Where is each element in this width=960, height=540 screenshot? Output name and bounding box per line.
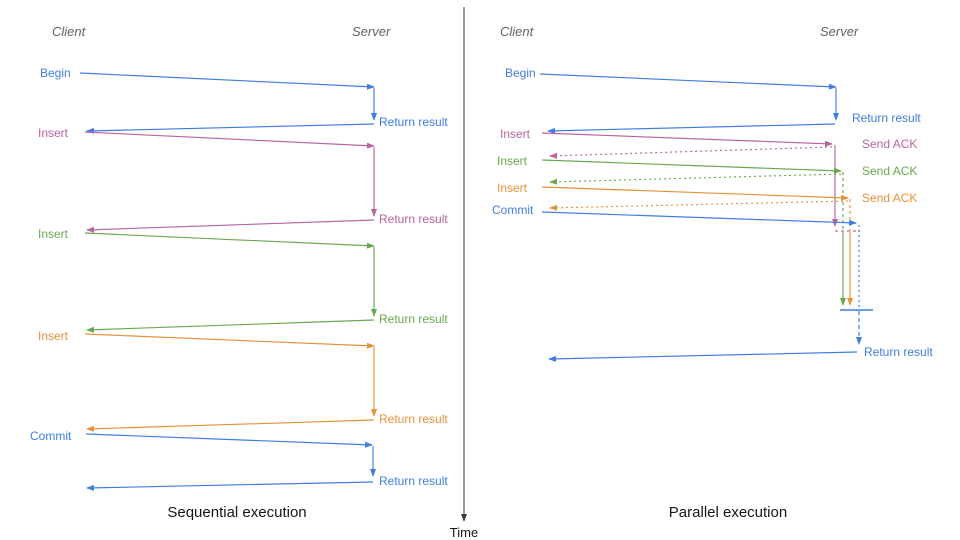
- seq-insert2-response-label: Return result: [379, 312, 448, 326]
- par-insert2-ack-arrow: [549, 173, 842, 185]
- seq-insert3-response-arrow: [86, 419, 375, 432]
- par-insert2-ack-label: Send ACK: [862, 164, 917, 178]
- seq-commit-response-arrow: [86, 481, 374, 491]
- seq-insert1-response-arrow: [86, 219, 375, 233]
- seq-insert2-request-arrow: [84, 232, 375, 249]
- seq-begin-response-label: Return result: [379, 115, 448, 129]
- seq-insert2-response-arrow: [86, 319, 375, 333]
- par-msg-insert-2: Insert Send ACK: [497, 154, 917, 306]
- seq-msg-insert-2: Insert Return result: [38, 227, 448, 333]
- par-insert3-request-arrow: [541, 186, 849, 201]
- seq-insert3-request-arrow: [84, 333, 375, 349]
- par-commit-response-label: Return result: [864, 345, 933, 359]
- seq-begin-request-arrow: [79, 72, 375, 90]
- seq-commit-request-arrow: [85, 433, 373, 448]
- par-commit-request-label: Commit: [492, 203, 534, 217]
- parallel-panel: Client Server Begin Return result Insert…: [492, 24, 933, 521]
- seq-insert3-request-label: Insert: [38, 329, 69, 343]
- par-begin-response-arrow: [547, 123, 836, 134]
- par-msg-commit: Commit Return result: [492, 203, 933, 362]
- seq-msg-commit: Commit Return result: [30, 429, 448, 491]
- parallel-panel-title: Parallel execution: [669, 504, 787, 521]
- par-msg-begin: Begin Return result: [505, 66, 921, 134]
- par-client-header: Client: [500, 24, 535, 39]
- par-commit-request-arrow: [541, 211, 857, 226]
- seq-msg-begin: Begin Return result: [40, 66, 448, 134]
- par-begin-response-label: Return result: [852, 111, 921, 125]
- seq-msg-insert-3: Insert Return result: [38, 329, 448, 432]
- seq-begin-request-label: Begin: [40, 66, 71, 80]
- par-begin-request-arrow: [539, 73, 837, 90]
- par-server-header: Server: [820, 24, 859, 39]
- seq-msg-insert-1: Insert Return result: [38, 126, 448, 233]
- time-axis: Time: [450, 7, 478, 540]
- par-msg-insert-3: Insert Send ACK: [497, 181, 917, 306]
- seq-commit-response-label: Return result: [379, 474, 448, 488]
- par-begin-request-label: Begin: [505, 66, 536, 80]
- sequential-panel-title: Sequential execution: [167, 504, 306, 521]
- par-insert1-ack-arrow: [549, 146, 833, 159]
- seq-client-header: Client: [52, 24, 87, 39]
- seq-insert1-response-label: Return result: [379, 212, 448, 226]
- time-axis-label: Time: [450, 525, 478, 540]
- seq-begin-response-arrow: [86, 123, 375, 134]
- par-msg-insert-1: Insert Send ACK: [500, 127, 917, 232]
- seq-server-header: Server: [352, 24, 391, 39]
- seq-insert1-request-label: Insert: [38, 126, 69, 140]
- seq-insert3-response-label: Return result: [379, 412, 448, 426]
- par-insert3-ack-label: Send ACK: [862, 191, 917, 205]
- par-insert1-request-label: Insert: [500, 127, 531, 141]
- seq-commit-request-label: Commit: [30, 429, 72, 443]
- par-insert1-ack-label: Send ACK: [862, 137, 917, 151]
- par-insert3-ack-arrow: [549, 200, 849, 211]
- par-insert1-request-arrow: [541, 132, 833, 147]
- par-insert3-request-label: Insert: [497, 181, 528, 195]
- par-commit-response-arrow: [548, 351, 858, 362]
- par-insert2-request-label: Insert: [497, 154, 528, 168]
- seq-insert1-request-arrow: [84, 131, 375, 149]
- sequential-panel: Client Server Begin Return result Insert…: [30, 24, 448, 521]
- seq-insert2-request-label: Insert: [38, 227, 69, 241]
- par-insert2-request-arrow: [541, 159, 842, 174]
